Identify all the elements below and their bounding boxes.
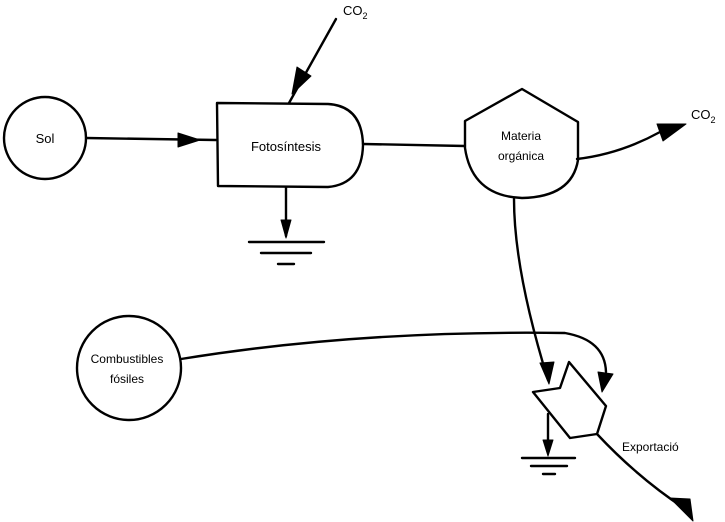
arrowhead-icon — [669, 497, 694, 522]
sun-label: Sol — [36, 131, 55, 146]
photosynthesis-label: Fotosíntesis — [251, 139, 322, 154]
co2-input-label: CO2 — [343, 3, 368, 21]
edge-fossil-fuels-to-interaction — [179, 331, 614, 393]
co2-output: CO2 — [575, 107, 716, 161]
edge-sun-to-photosynthesis — [84, 132, 218, 148]
organic-matter-label-line2: orgánica — [498, 149, 544, 163]
edge-organic-matter-to-interaction — [512, 197, 555, 385]
interaction-shape — [531, 360, 608, 440]
sun-node: Sol — [2, 95, 88, 181]
arrowhead-icon — [656, 123, 687, 142]
organic-matter-label-line1: Materia — [501, 129, 541, 143]
edge-line — [179, 331, 608, 374]
organic-matter-shape — [463, 87, 580, 200]
co2-output-label: CO2 — [691, 107, 716, 125]
photosynthesis-node: Fotosíntesis — [215, 101, 365, 189]
interaction-node — [531, 360, 608, 440]
fossil-fuels-node: Combustibles fósiles — [75, 314, 183, 422]
organic-matter-node: Materia orgánica — [463, 87, 580, 200]
arrowhead-icon — [542, 439, 554, 457]
export-output: Exportació — [595, 432, 694, 522]
edge-line — [512, 197, 550, 382]
arrowhead-icon — [280, 219, 292, 239]
arrowhead-icon — [597, 371, 614, 393]
edge-photosynthesis-to-organic-matter — [361, 142, 467, 148]
arrowhead-icon — [291, 66, 312, 95]
photosynthesis-heat-sink — [247, 185, 326, 266]
export-label: Exportació — [622, 440, 679, 454]
fossil-fuels-label-line1: Combustibles — [91, 352, 164, 366]
fossil-fuels-label-line2: fósiles — [110, 372, 144, 386]
co2-input: CO2 — [287, 3, 368, 105]
arrowhead-icon — [539, 361, 555, 385]
arrowhead-icon — [177, 132, 201, 148]
edge-line — [575, 130, 662, 161]
fossil-fuels-circle — [75, 314, 183, 422]
interaction-heat-sink — [520, 412, 577, 476]
